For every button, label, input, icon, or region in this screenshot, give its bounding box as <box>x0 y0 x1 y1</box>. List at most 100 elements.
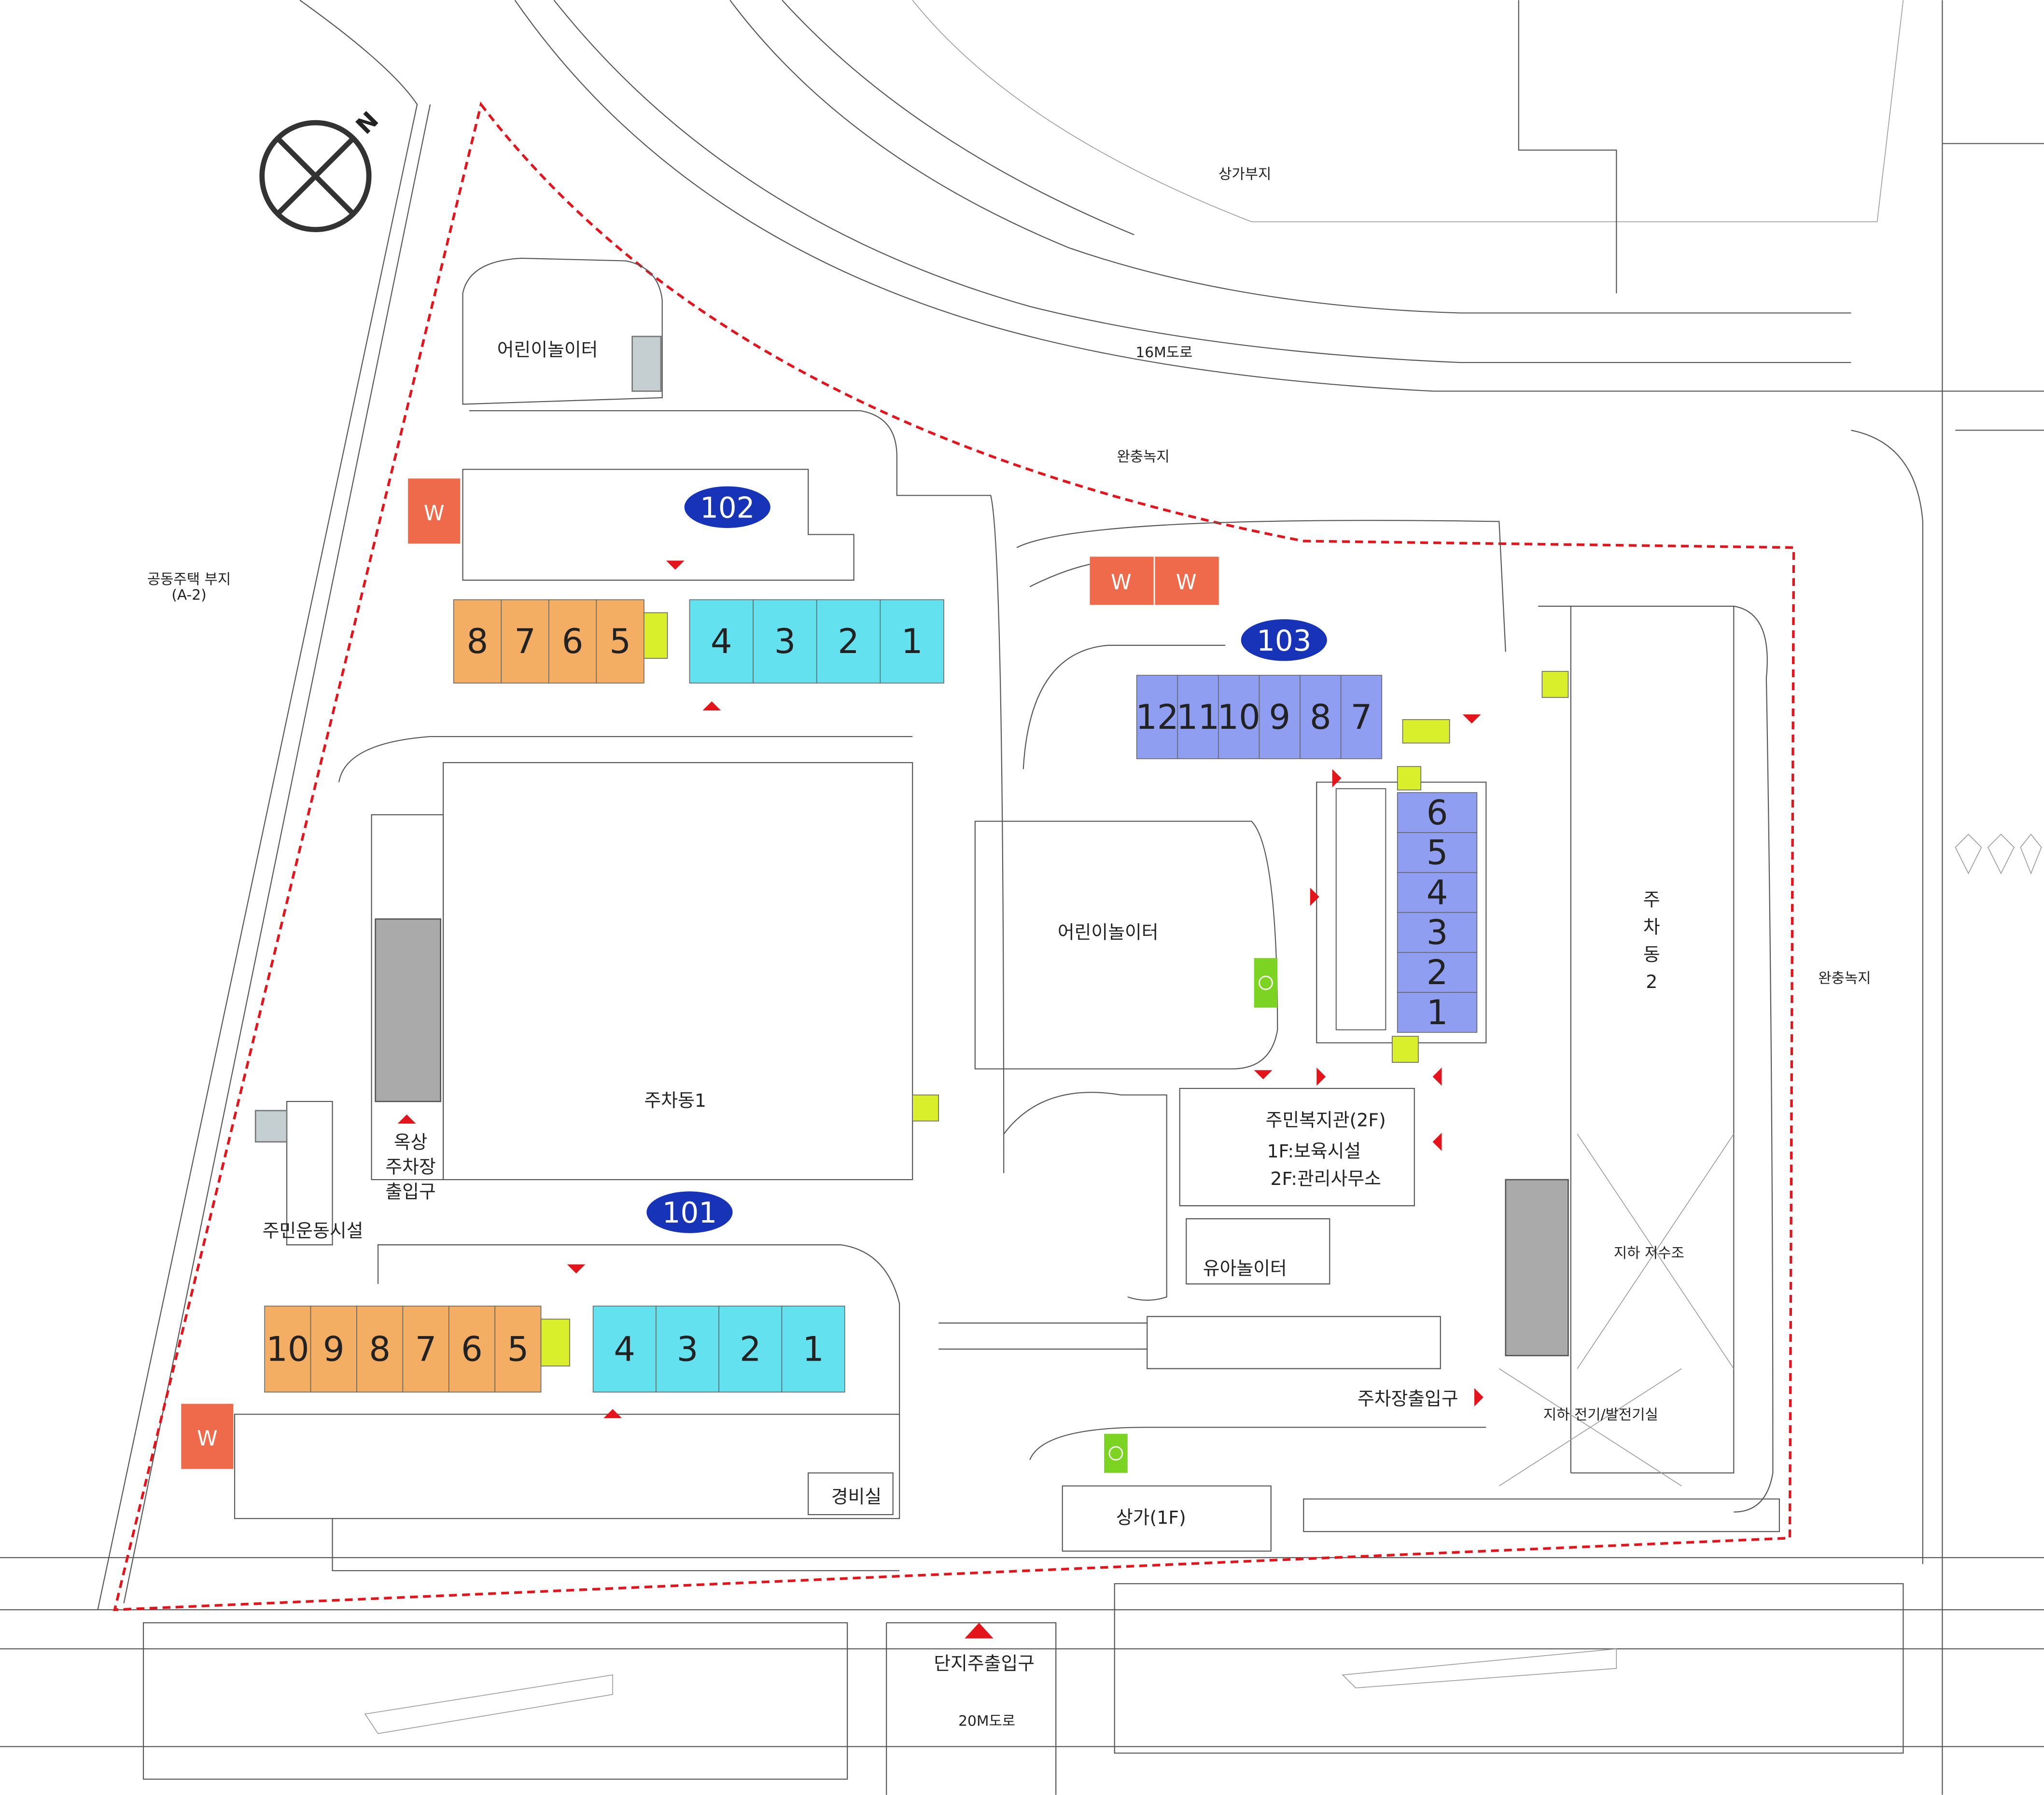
unit-block <box>402 1306 449 1393</box>
label-commercial-site: 상가부지 <box>1218 166 1271 182</box>
unit-103-8[interactable]: 8 <box>1300 675 1342 759</box>
waste-box: W <box>1090 557 1154 605</box>
unit-101-7[interactable]: 7 <box>402 1306 449 1393</box>
unit-block <box>596 599 644 684</box>
unit-number: 10 <box>1217 697 1260 737</box>
unit-101-10[interactable]: 10 <box>264 1306 311 1393</box>
unit-103-1[interactable]: 1 <box>1397 992 1478 1033</box>
label-parking-2: 차 <box>1643 917 1660 938</box>
unit-102-7[interactable]: 7 <box>501 599 549 684</box>
unit-102-2[interactable]: 2 <box>816 599 881 684</box>
unit-block <box>548 599 597 684</box>
unit-102-5[interactable]: 5 <box>596 599 644 684</box>
unit-block <box>689 599 754 684</box>
unit-block <box>1397 912 1478 953</box>
unit-number: 5 <box>507 1329 529 1369</box>
unit-101-5[interactable]: 5 <box>494 1306 542 1393</box>
unit-number: 5 <box>1427 833 1448 873</box>
site-outlines <box>234 257 1780 1572</box>
unit-block <box>1259 675 1301 759</box>
unit-102-6[interactable]: 6 <box>548 599 597 684</box>
label-playground: 어린이놀이터 <box>1058 922 1159 943</box>
unit-block <box>816 599 881 684</box>
unit-block <box>1397 992 1478 1033</box>
unit-number: 10 <box>266 1329 309 1369</box>
unit-number: 8 <box>1310 697 1331 737</box>
unit-101-3[interactable]: 3 <box>656 1306 720 1393</box>
unit-number: 3 <box>774 622 796 661</box>
unit-103-4[interactable]: 4 <box>1397 872 1478 913</box>
ramp-1 <box>375 918 442 1102</box>
unit-103-9[interactable]: 9 <box>1259 675 1301 759</box>
svg-text:W: W <box>197 1427 218 1451</box>
label-rooftop-parking: 출입구 <box>385 1181 435 1202</box>
unit-number: 2 <box>1427 953 1448 992</box>
north-label: N <box>351 107 384 139</box>
label-road-16m: 16M도로 <box>1135 344 1192 361</box>
label-buffer-green: 완충녹지 <box>1117 448 1169 465</box>
unit-number: 8 <box>369 1329 391 1369</box>
waste-box: W <box>181 1404 234 1469</box>
label-water-tank: 지하 저수조 <box>1614 1245 1684 1262</box>
unit-number: 6 <box>562 622 584 661</box>
unit-101-8[interactable]: 8 <box>356 1306 404 1393</box>
entrance-arrows <box>397 560 1484 1639</box>
unit-102-8[interactable]: 8 <box>453 599 502 684</box>
unit-103-6[interactable]: 6 <box>1397 792 1478 833</box>
unit-block <box>264 1306 311 1393</box>
unit-number: 11 <box>1176 697 1219 737</box>
unit-101-6[interactable]: 6 <box>448 1306 496 1393</box>
unit-number: 6 <box>1427 793 1448 833</box>
label-parking-2: 주 <box>1643 889 1660 910</box>
unit-block <box>356 1306 404 1393</box>
unit-101-1[interactable]: 1 <box>781 1306 845 1393</box>
label-housing-site-code: (A-2) <box>171 586 206 603</box>
unit-number: 1 <box>901 622 923 661</box>
unit-block <box>753 599 817 684</box>
unit-101-2[interactable]: 2 <box>718 1306 783 1393</box>
label-playground: 어린이놀이터 <box>497 339 598 361</box>
unit-block <box>1397 792 1478 833</box>
unit-103-11[interactable]: 11 <box>1176 675 1219 759</box>
label-welfare-center: 주민복지관(2F) <box>1266 1109 1386 1130</box>
label-parking-entrance: 주차장출입구 <box>1358 1388 1458 1409</box>
unit-block <box>494 1306 542 1393</box>
label-main-entrance: 단지주출입구 <box>934 1653 1035 1674</box>
waste-box: W <box>408 478 461 544</box>
bike-parking-icon <box>1104 1433 1128 1473</box>
svg-text:102: 102 <box>700 491 755 525</box>
label-buffer-green: 완충녹지 <box>1818 970 1871 987</box>
label-parking-1: 주차동1 <box>644 1090 706 1111</box>
unit-block <box>781 1306 845 1393</box>
unit-number: 9 <box>1269 697 1290 737</box>
label-electric-room: 지하 전기/발전기실 <box>1543 1406 1658 1423</box>
unit-103-10[interactable]: 10 <box>1217 675 1260 759</box>
unit-101-9[interactable]: 9 <box>310 1306 357 1393</box>
unit-103-7[interactable]: 7 <box>1340 675 1383 759</box>
building-badge-102[interactable]: 102 <box>684 486 770 528</box>
unit-103-2[interactable]: 2 <box>1397 952 1478 993</box>
unit-block <box>718 1306 783 1393</box>
label-fitness: 주민운동시설 <box>263 1220 364 1241</box>
unit-number: 4 <box>614 1329 635 1369</box>
unit-102-1[interactable]: 1 <box>880 599 944 684</box>
label-parking-2: 2 <box>1646 971 1657 992</box>
unit-block <box>1300 675 1342 759</box>
unit-103-12[interactable]: 12 <box>1135 675 1179 759</box>
unit-number: 7 <box>514 622 536 661</box>
unit-102-3[interactable]: 3 <box>753 599 817 684</box>
unit-103-3[interactable]: 3 <box>1397 912 1478 953</box>
unit-block <box>1218 675 1260 759</box>
svg-text:103: 103 <box>1257 625 1311 658</box>
label-housing-site: 공동주택 부지 <box>147 571 231 588</box>
unit-102-4[interactable]: 4 <box>689 599 754 684</box>
unit-number: 5 <box>609 622 631 661</box>
building-badge-103[interactable]: 103 <box>1241 619 1327 661</box>
building-badge-101[interactable]: 101 <box>646 1191 733 1233</box>
unit-101-4[interactable]: 4 <box>592 1306 657 1393</box>
unit-block <box>1397 832 1478 873</box>
unit-number: 4 <box>1427 873 1448 912</box>
unit-103-5[interactable]: 5 <box>1397 832 1478 873</box>
